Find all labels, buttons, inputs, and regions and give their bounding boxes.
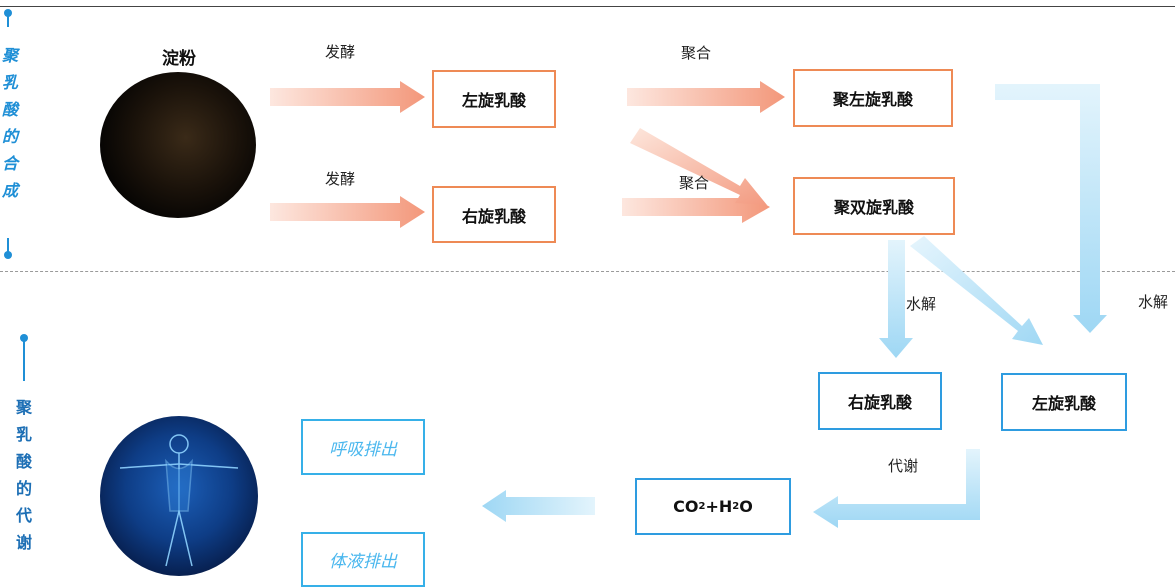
label-ferment-bottom: 发酵	[325, 170, 356, 188]
label-hydrolysis-left: 水解	[906, 295, 937, 313]
pin-top-end-dot	[4, 251, 12, 259]
section-divider	[0, 271, 1175, 272]
box-breath-excretion: 呼吸排出	[301, 419, 425, 475]
arrow-polymerize-diagonal	[630, 128, 767, 205]
arrow-hydrolysis-diagonal	[910, 236, 1043, 345]
box-d-lactic-acid-hydrolyzed: 右旋乳酸	[818, 372, 942, 430]
box-pdlla: 聚双旋乳酸	[793, 177, 955, 235]
arrow-hydrolysis-right	[995, 84, 1107, 333]
label-hydrolysis-right: 水解	[1138, 293, 1169, 311]
label-ferment-top: 发酵	[325, 43, 356, 61]
box-fluid-excretion: 体液排出	[301, 532, 425, 587]
label-metabolism: 代谢	[888, 457, 919, 475]
box-l-lactic-acid: 左旋乳酸	[432, 70, 556, 128]
pin-top-start-dot	[4, 9, 12, 17]
arrow-excretion	[482, 490, 595, 522]
pin-bottom-start-line	[23, 341, 25, 381]
formula-co: CO	[673, 497, 699, 516]
section-title-metabolism: 聚 乳 酸 的 代 谢	[15, 398, 32, 552]
human-body-photo	[100, 416, 258, 576]
arrow-hydrolysis-down	[879, 240, 913, 358]
corn-photo	[100, 72, 256, 218]
pin-top-start-line	[7, 15, 9, 27]
pin-bottom-start-dot	[20, 334, 28, 342]
box-plla: 聚左旋乳酸	[793, 69, 953, 127]
arrow-polymerize-top	[627, 81, 785, 113]
formula-plus-h: +H	[705, 497, 733, 516]
formula-o: O	[739, 497, 753, 516]
arrow-metabolism	[813, 449, 980, 528]
arrow-ferment-top	[270, 81, 425, 113]
formula-co2-subscript: 2	[698, 501, 706, 512]
label-starch: 淀粉	[162, 49, 196, 69]
arrow-ferment-bottom	[270, 196, 425, 228]
formula-h2-subscript: 2	[732, 501, 740, 512]
section-title-synthesis: 聚 乳 酸 的 合 成	[1, 46, 18, 200]
label-polymerize-bottom: 聚合	[679, 174, 710, 192]
pin-top-end-line	[7, 238, 9, 252]
label-polymerize-top: 聚合	[681, 44, 712, 62]
box-d-lactic-acid: 右旋乳酸	[432, 186, 556, 243]
arrow-polymerize-bottom	[622, 191, 770, 223]
box-l-lactic-acid-hydrolyzed: 左旋乳酸	[1001, 373, 1127, 431]
human-figure-icon	[119, 434, 239, 567]
top-rule	[0, 6, 1175, 7]
